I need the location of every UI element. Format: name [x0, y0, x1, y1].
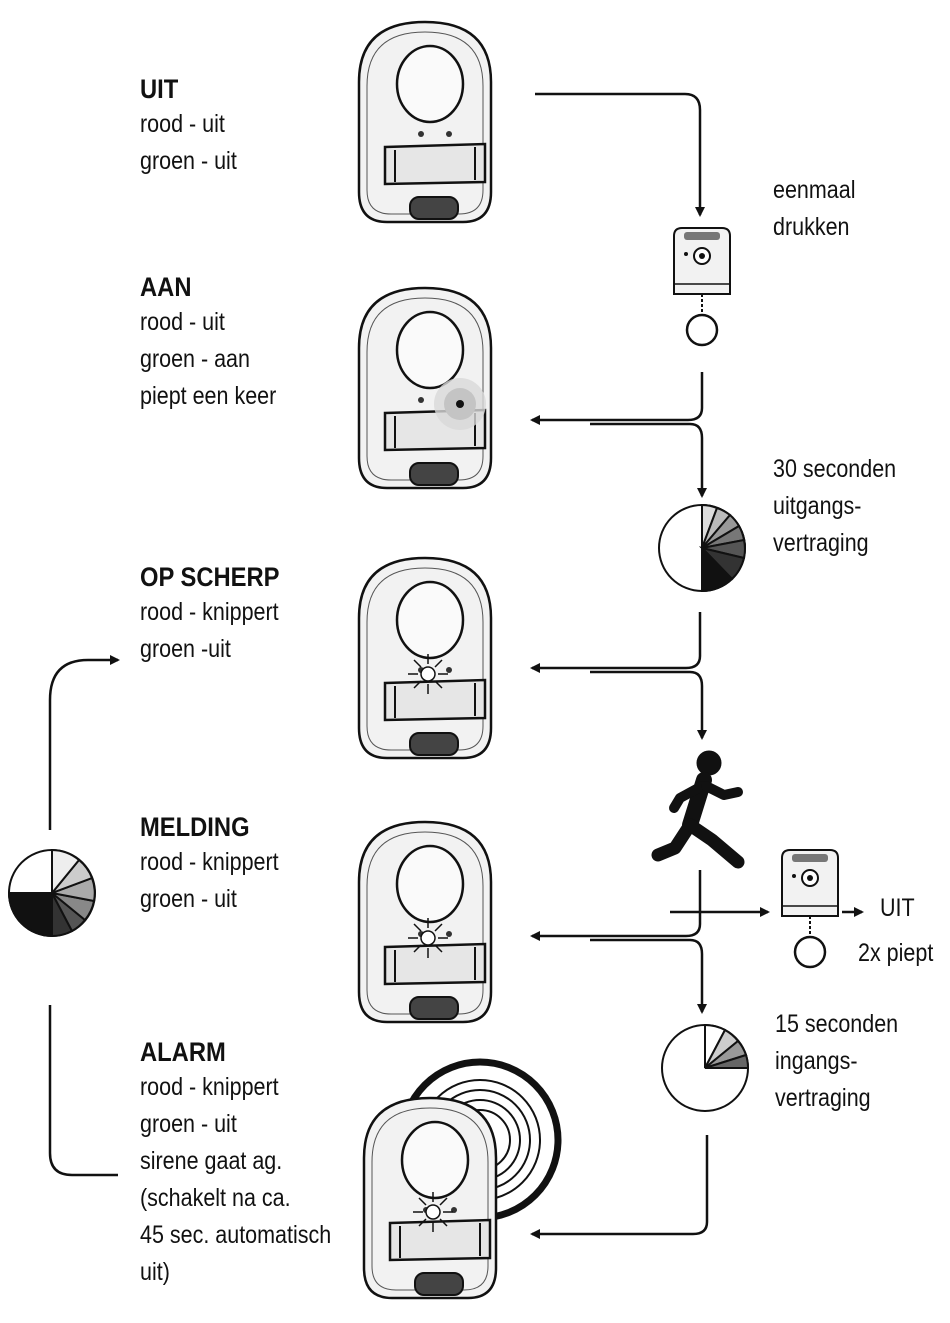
flow-arrow [48, 1005, 118, 1177]
timer-pie-icon [658, 503, 747, 593]
red-led-blink-icon [412, 1191, 454, 1233]
state-title: UIT [140, 74, 179, 104]
state-uit: UIT rood - uit groen - uit [140, 72, 253, 180]
motion-sensor-icon [362, 1096, 498, 1300]
state-line: groen -uit [140, 635, 231, 663]
timer-pie-icon [7, 848, 96, 938]
flow-arrow [590, 422, 707, 498]
note-line: ingangs- [775, 1047, 858, 1075]
remote-control-icon [780, 848, 840, 969]
flow-arrow [535, 92, 705, 217]
state-line: 45 sec. automatisch [140, 1221, 332, 1249]
green-led-glow-icon [434, 378, 486, 430]
flow-arrow [48, 655, 120, 830]
state-op-scherp: OP SCHERP rood - knippert groen -uit [140, 560, 301, 668]
state-alarm: ALARM rood - knippert groen - uit sirene… [140, 1035, 362, 1291]
note-line: drukken [773, 213, 850, 241]
state-line: (schakelt na ca. [140, 1184, 291, 1212]
note-line: 30 seconden [773, 455, 897, 483]
state-line: groen - uit [140, 147, 237, 175]
flow-arrow [590, 938, 707, 1014]
state-line: groen - uit [140, 1110, 237, 1138]
note-beeps-twice: 2x piept [858, 939, 934, 967]
note-line: uitgangs- [773, 492, 862, 520]
state-title: MELDING [140, 812, 250, 842]
note-entry-delay: 15 seconden ingangs- vertraging [775, 1006, 898, 1117]
state-line: piept een keer [140, 382, 277, 410]
flow-arrow [530, 612, 702, 673]
red-led-blink-icon [407, 917, 449, 959]
state-line: rood - uit [140, 110, 225, 138]
timer-pie-icon [661, 1023, 750, 1112]
flow-arrow [590, 670, 707, 740]
note-press-once: eenmaal drukken [773, 172, 855, 246]
state-melding: MELDING rood - knippert groen - uit [140, 810, 301, 918]
state-line: groen - uit [140, 885, 237, 913]
remote-control-icon [672, 226, 732, 347]
note-line: vertraging [775, 1084, 871, 1112]
state-title: OP SCHERP [140, 562, 280, 592]
state-line: rood - knippert [140, 598, 279, 626]
state-line: rood - knippert [140, 848, 279, 876]
note-off: UIT [880, 894, 915, 922]
note-line: 15 seconden [775, 1010, 899, 1038]
motion-sensor-icon [357, 20, 493, 224]
motion-sensor-icon [357, 820, 493, 1024]
flow-arrow [530, 372, 704, 425]
state-line: groen - aan [140, 345, 250, 373]
state-title: ALARM [140, 1037, 226, 1067]
flow-arrow [530, 870, 702, 941]
motion-sensor-icon [357, 556, 493, 760]
state-title: AAN [140, 272, 192, 302]
state-line: rood - uit [140, 308, 225, 336]
note-exit-delay: 30 seconden uitgangs- vertraging [773, 451, 896, 562]
note-line: eenmaal [773, 176, 856, 204]
state-line: uit) [140, 1258, 170, 1286]
flow-arrow [530, 1135, 709, 1239]
red-led-blink-icon [407, 653, 449, 695]
state-line: rood - knippert [140, 1073, 279, 1101]
state-line: sirene gaat ag. [140, 1147, 283, 1175]
state-aan: AAN rood - uit groen - aan piept een kee… [140, 270, 298, 415]
walking-person-icon [651, 750, 745, 869]
note-line: vertraging [773, 529, 869, 557]
